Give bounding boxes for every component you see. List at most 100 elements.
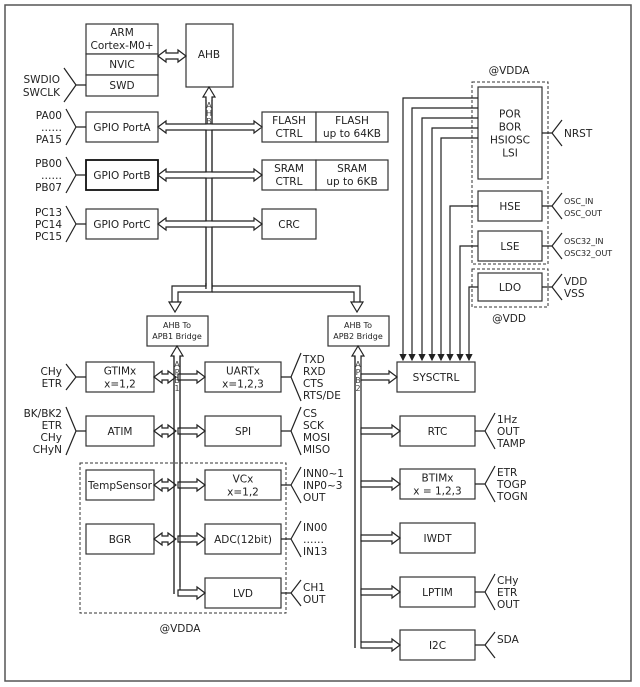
apb2-right-0-block: [396, 361, 476, 393]
ahb-label: AHB: [198, 49, 220, 61]
ldo-fork-icon: [542, 273, 563, 301]
apb1-right-3-pin-0: IN00: [303, 522, 327, 534]
apb1-left-1-block: [85, 415, 155, 447]
apb2-bridge-line1: AHB To: [344, 321, 372, 330]
apb1-left-1-fork-icon: [65, 406, 86, 456]
arm-label-line2: Cortex-M0+: [90, 40, 153, 52]
crc-block: [261, 208, 317, 240]
sysctrl-control-line-7: [465, 286, 478, 362]
apb2-bridge-arrow: [349, 301, 365, 314]
sram-ctrl-line1: SRAM: [274, 163, 304, 175]
sysctrl-control-line-2: [418, 117, 478, 362]
sram-block: [315, 159, 389, 191]
apb1-left-1-pin-0: BK/BK2: [24, 408, 62, 420]
apb1-left-1-pin-3: CHyN: [33, 444, 62, 456]
gpio-port-1-label: GPIO PortB: [93, 170, 150, 182]
apb2-right-5-fork-icon: [475, 631, 496, 659]
apb1-right-3-bus-arrow: [177, 531, 206, 547]
apb1-left-2-bus-arrow: [153, 477, 177, 493]
apb1-left-0-block: [85, 361, 155, 393]
flash-line2: up to 64KB: [323, 128, 381, 140]
apb2-right-4-fork-icon: [475, 573, 496, 611]
apb1-bridge-block: [146, 315, 209, 347]
flash-ctrl-line1: FLASH: [272, 115, 306, 127]
apb1-bus-letter-b: B: [174, 376, 180, 385]
apb1-right-0-bus-arrow: [177, 369, 206, 385]
apb1-right-4-pin-1: OUT: [303, 594, 326, 606]
gpio-port-2-pin-2: PC15: [35, 231, 62, 243]
apb2-bus-letter-a: A: [355, 360, 361, 369]
apb2-bus-letter-p: P: [356, 368, 361, 377]
apb1-right-3-fork-icon: [281, 520, 302, 558]
apb1-left-0-pin-1: ETR: [42, 378, 62, 390]
clock-domain-label: @VDDA: [489, 65, 531, 77]
apb2-right-2-pin-2: TOGN: [496, 491, 528, 503]
power-domain-label: @VDD: [492, 313, 526, 325]
gpio-port-2-fork-icon: [65, 205, 86, 243]
apb2-right-2-pin-0: ETR: [497, 467, 517, 479]
por-bor-hsiosc-lsi-label-2: HSIOSC: [490, 135, 530, 147]
swd-fork-icon: [63, 67, 86, 103]
apb1-right-1-pin-3: MISO: [303, 444, 330, 456]
lse-label: LSE: [500, 241, 519, 253]
apb2-right-4-block: [399, 576, 476, 608]
sysctrl-control-line-1: [408, 107, 478, 362]
nrst-fork-icon: [542, 119, 563, 147]
apb2-bridge-block: [327, 315, 390, 347]
apb1-right-2-pin-1: INP0~3: [303, 480, 342, 492]
apb1-right-0-pin-1: RXD: [303, 366, 326, 378]
apb2-right-3-bus-arrow: [360, 530, 401, 546]
ldo-block: [477, 272, 543, 302]
swd-pin-swdio: SWDIO: [24, 74, 61, 86]
gpio-port-2-pin-1: PC14: [35, 219, 62, 231]
apb1-right-2-label-1: x=1,2: [227, 487, 259, 499]
apb1-right-3-pin-1: ……: [303, 534, 324, 546]
crc-label: CRC: [278, 219, 299, 231]
gpio-port-1-pin-1: ……: [41, 170, 62, 182]
apb2-right-2-label-1: x = 1,2,3: [413, 486, 461, 498]
apb2-right-2-pin-1: TOGP: [496, 479, 526, 491]
apb1-left-3-label-0: BGR: [109, 534, 131, 546]
apb2-right-4-label-0: LPTIM: [422, 587, 453, 599]
sysctrl-control-line-4: [437, 137, 478, 362]
flash-ctrl-block: [261, 111, 317, 143]
nvic-label: NVIC: [109, 59, 134, 71]
apb1-right-1-pin-0: CS: [303, 408, 317, 420]
apb2-right-2-block: [399, 468, 476, 500]
swd-pin-swclk: SWCLK: [23, 87, 61, 99]
sysctrl-control-line-0: [399, 97, 478, 362]
apb1-bridge-line2: APB1 Bridge: [152, 332, 202, 341]
gpio-port-1-pin-2: PB07: [35, 182, 62, 194]
apb1-left-0-bus-arrow: [153, 369, 177, 385]
apb1-left-3-bus-arrow: [153, 531, 177, 547]
gpio-port-0-pin-1: ……: [41, 122, 62, 134]
hse-label: HSE: [499, 201, 520, 213]
apb1-left-0-fork-icon: [65, 363, 86, 391]
lse-fork-icon: [542, 232, 563, 260]
apb2-bus-letter-2: 2: [355, 384, 360, 393]
apb1-right-1-pin-1: SCK: [303, 420, 325, 432]
ldo-label: LDO: [499, 282, 521, 294]
arm-core-block: [85, 23, 159, 55]
apb2-right-4-pin-0: CHy: [497, 575, 518, 587]
flash-line1: FLASH: [335, 115, 369, 127]
swd-label: SWD: [109, 80, 134, 92]
apb2-bus-letter-b: B: [355, 376, 361, 385]
apb2-right-4-bus-arrow: [360, 584, 401, 600]
apb2-right-3-label-0: IWDT: [424, 533, 453, 545]
apb1-right-0-pin-3: RTS/DE: [303, 390, 341, 402]
ahb-bus-letter-a: A: [206, 101, 212, 110]
cpu-core-group: ARM Cortex-M0+ NVIC SWD SWDIO SWCLK: [23, 23, 159, 103]
apb1-right-4-fork-icon: [281, 579, 302, 607]
apb1-right-0-pin-2: CTS: [303, 378, 324, 390]
gpio-port-2-pin-0: PC13: [35, 207, 62, 219]
memory-group: FLASH CTRL FLASH up to 64KB SRAM CTRL SR…: [261, 111, 389, 240]
sysctrl-control-line-6: [456, 245, 478, 362]
apb1-left-1-pin-2: CHy: [41, 432, 62, 444]
apb1-right-0-pin-0: TXD: [302, 354, 325, 366]
apb2-right-0-bus-arrow: [360, 369, 398, 385]
flash-ctrl-line2: CTRL: [276, 128, 303, 140]
apb1-right-0-fork-icon: [281, 352, 302, 402]
